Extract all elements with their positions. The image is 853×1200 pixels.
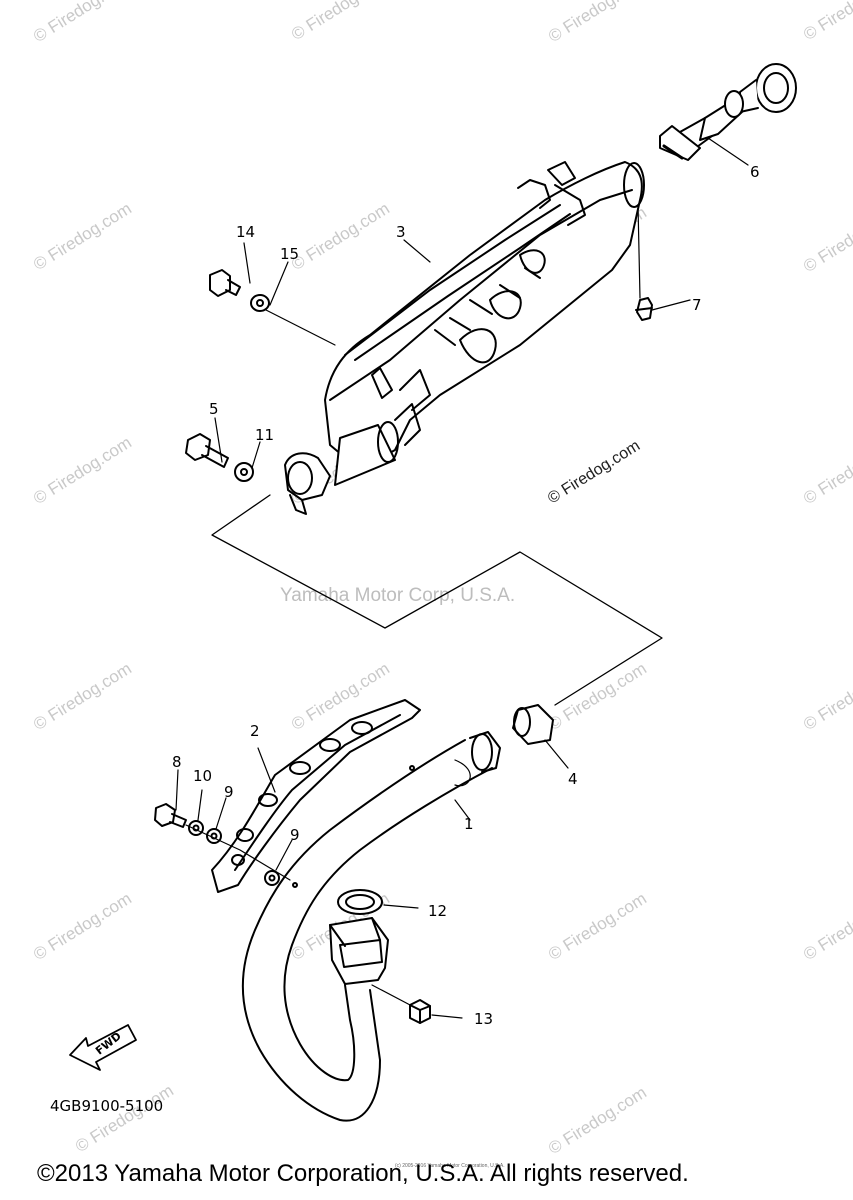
nut-part-13 (371, 984, 463, 1024)
callout-11: 11 (255, 426, 275, 444)
muffler-inlet (284, 421, 399, 515)
bolt-part-7 (635, 297, 653, 321)
callout-4: 4 (568, 770, 578, 788)
leader-lines-lower (175, 769, 471, 881)
washer-part-15 (250, 294, 270, 312)
callout-2: 2 (250, 722, 260, 740)
protector-part-2 (211, 699, 421, 893)
leader-lines-upper (214, 137, 749, 469)
washer-part-11 (234, 462, 254, 482)
callout-1: 1 (464, 815, 474, 833)
watermark-center: Yamaha Motor Corp, U.S.A. (280, 585, 516, 606)
copyright-footer: ©2013 Yamaha Motor Corporation, U.S.A. A… (37, 1160, 689, 1187)
callout-12: 12 (428, 902, 448, 920)
gasket-part-12 (337, 889, 419, 915)
end-cap-part-6 (659, 63, 797, 161)
fine-print: (c) 2005-2016 Yamaha Motor Corporation, … (395, 1163, 505, 1169)
callout-14: 14 (236, 223, 256, 241)
callout-9a: 9 (224, 783, 234, 801)
exhaust-flange (329, 917, 389, 985)
callout-13: 13 (474, 1010, 494, 1028)
muffler-part-3 (324, 161, 645, 471)
callout-10: 10 (193, 767, 213, 785)
connection-outline (211, 494, 663, 706)
callout-7: 7 (692, 296, 702, 314)
diagram-part-number: 4GB9100-5100 (50, 1097, 164, 1115)
washer-part-9b (264, 870, 280, 886)
callout-8: 8 (172, 753, 182, 771)
callout-9b: 9 (290, 826, 300, 844)
bolt-part-14 (209, 269, 241, 297)
callout-5: 5 (209, 400, 219, 418)
bolt-part-5 (185, 433, 229, 468)
callout-3: 3 (396, 223, 406, 241)
callout-6: 6 (750, 163, 760, 181)
exhaust-pipe-part-1 (241, 731, 501, 1122)
bolt-part-8 (154, 803, 187, 828)
sleeve-part-4 (512, 704, 569, 769)
fwd-arrow-icon (69, 1024, 137, 1071)
callout-15: 15 (280, 245, 300, 263)
